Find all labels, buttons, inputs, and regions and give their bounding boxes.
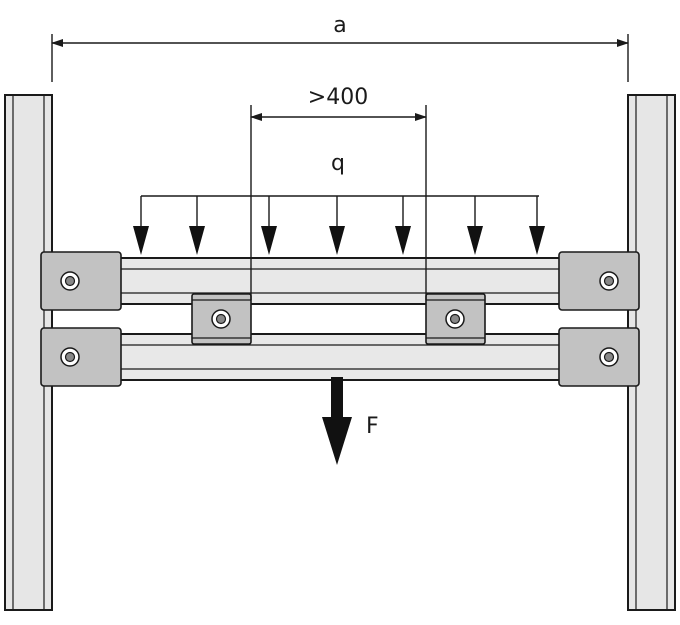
- load-arrow-icon: [467, 196, 483, 255]
- spacer-clip-left: [191, 293, 252, 345]
- load-arrow-icon: [329, 196, 345, 255]
- connector-upper-right: [558, 251, 640, 311]
- load-arrows: [133, 196, 545, 255]
- bolt-icon: [445, 309, 465, 329]
- distributed-load-label: q: [331, 151, 345, 176]
- upper-beam: [117, 257, 563, 305]
- load-arrow-icon: [395, 196, 411, 255]
- load-arrow-icon: [261, 196, 277, 255]
- connector-lower-right: [558, 327, 640, 387]
- distributed-load: q: [133, 151, 545, 255]
- load-arrow-icon: [529, 196, 545, 255]
- dimension-spacing: >400: [250, 85, 427, 300]
- bolt-icon: [60, 347, 80, 367]
- dimension-spacing-label: >400: [308, 85, 368, 110]
- force-label: F: [366, 414, 379, 439]
- bolt-icon: [599, 347, 619, 367]
- dimension-a: a: [51, 13, 629, 82]
- connector-lower-left: [40, 327, 122, 387]
- bolt-icon: [60, 271, 80, 291]
- bolt-icon: [599, 271, 619, 291]
- dimension-a-label: a: [333, 13, 346, 38]
- load-arrow-icon: [189, 196, 205, 255]
- lower-beam: [117, 333, 563, 381]
- spacer-clip-right: [425, 293, 486, 345]
- connector-upper-left: [40, 251, 122, 311]
- load-arrow-icon: [133, 196, 149, 255]
- bolt-icon: [211, 309, 231, 329]
- force-arrow-icon: [322, 377, 352, 465]
